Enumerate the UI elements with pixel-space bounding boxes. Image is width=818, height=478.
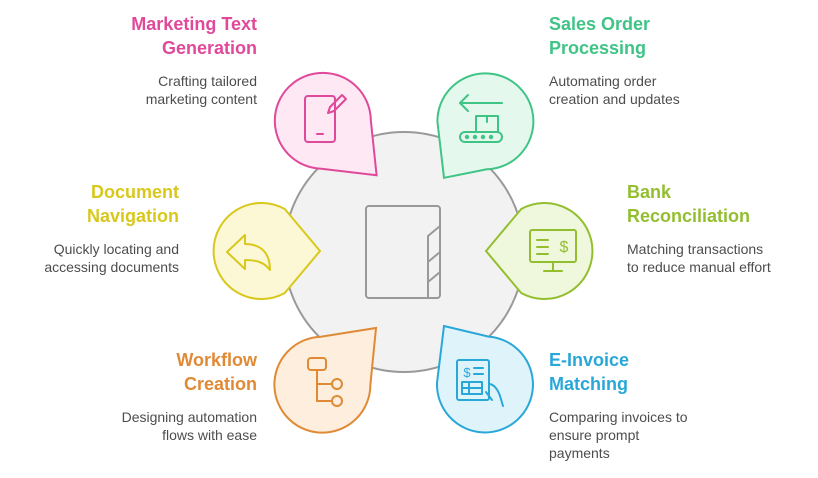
marketing-title: Marketing Text Generation (57, 12, 257, 60)
marketing-desc-line-2: marketing content (145, 91, 257, 107)
document-teardrop (212, 202, 322, 300)
document-desc-line-2: accessing documents (44, 259, 179, 275)
svg-text:$: $ (560, 239, 569, 256)
document-title: Document Navigation (0, 180, 179, 228)
einvoice-description: Comparing invoices to ensure prompt paym… (549, 408, 749, 462)
einvoice-title-line-1: E-Invoice (549, 350, 630, 370)
document-title-line-1: Document (90, 182, 179, 202)
workflow-title-line-1: Workflow (176, 350, 257, 370)
workflow-title-line-2: Creation (183, 374, 257, 394)
document-desc-line-1: Quickly locating and (53, 241, 179, 257)
sales-desc-line-2: creation and updates (549, 91, 680, 107)
svg-text:$: $ (463, 365, 471, 380)
conveyor-box-icon (459, 94, 503, 143)
sales-description: Automating order creation and updates (549, 72, 769, 108)
folder-tabs-icon (365, 205, 441, 299)
workflow-description: Designing automation flows with ease (57, 408, 257, 444)
einvoice-title-line-2: Matching (549, 374, 628, 394)
tablet-pencil-icon (304, 94, 347, 143)
workflow-teardrop (273, 326, 378, 434)
marketing-title-line-1: Marketing Text (131, 14, 257, 34)
einvoice-desc-line-3: payments (549, 445, 610, 461)
return-arrow-icon (226, 234, 271, 271)
marketing-teardrop (273, 71, 378, 177)
document-title-line-2: Navigation (86, 206, 179, 226)
bank-description: Matching transactions to reduce manual e… (627, 240, 812, 276)
sales-teardrop (436, 72, 535, 179)
bank-title-line-2: Reconciliation (627, 206, 751, 226)
workflow-desc-line-2: flows with ease (162, 427, 257, 443)
workflow-desc-line-1: Designing automation (121, 409, 257, 425)
marketing-description: Crafting tailored marketing content (57, 72, 257, 108)
einvoice-teardrop: $ (435, 324, 534, 434)
sales-desc-line-1: Automating order (549, 73, 657, 89)
bank-title: Bank Reconciliation (627, 180, 807, 228)
monitor-dollar-icon: $ (529, 229, 577, 272)
marketing-desc-line-1: Crafting tailored (158, 73, 257, 89)
einvoice-desc-line-2: ensure prompt (549, 427, 640, 443)
invoice-hand-icon: $ (456, 359, 504, 407)
bank-desc-line-2: to reduce manual effort (627, 259, 771, 275)
bank-title-line-1: Bank (627, 182, 672, 202)
sales-title: Sales Order Processing (549, 12, 749, 60)
bank-desc-line-1: Matching transactions (627, 241, 764, 257)
einvoice-desc-line-1: Comparing invoices to (549, 409, 688, 425)
sales-title-line-1: Sales Order (549, 14, 651, 34)
sales-title-line-2: Processing (549, 38, 647, 58)
bank-teardrop: $ (484, 202, 594, 300)
center-hub (283, 131, 525, 373)
marketing-title-line-2: Generation (161, 38, 257, 58)
einvoice-title: E-Invoice Matching (549, 348, 749, 396)
document-description: Quickly locating and accessing documents (0, 240, 179, 276)
workflow-title: Workflow Creation (57, 348, 257, 396)
flow-chart-icon (307, 357, 343, 407)
